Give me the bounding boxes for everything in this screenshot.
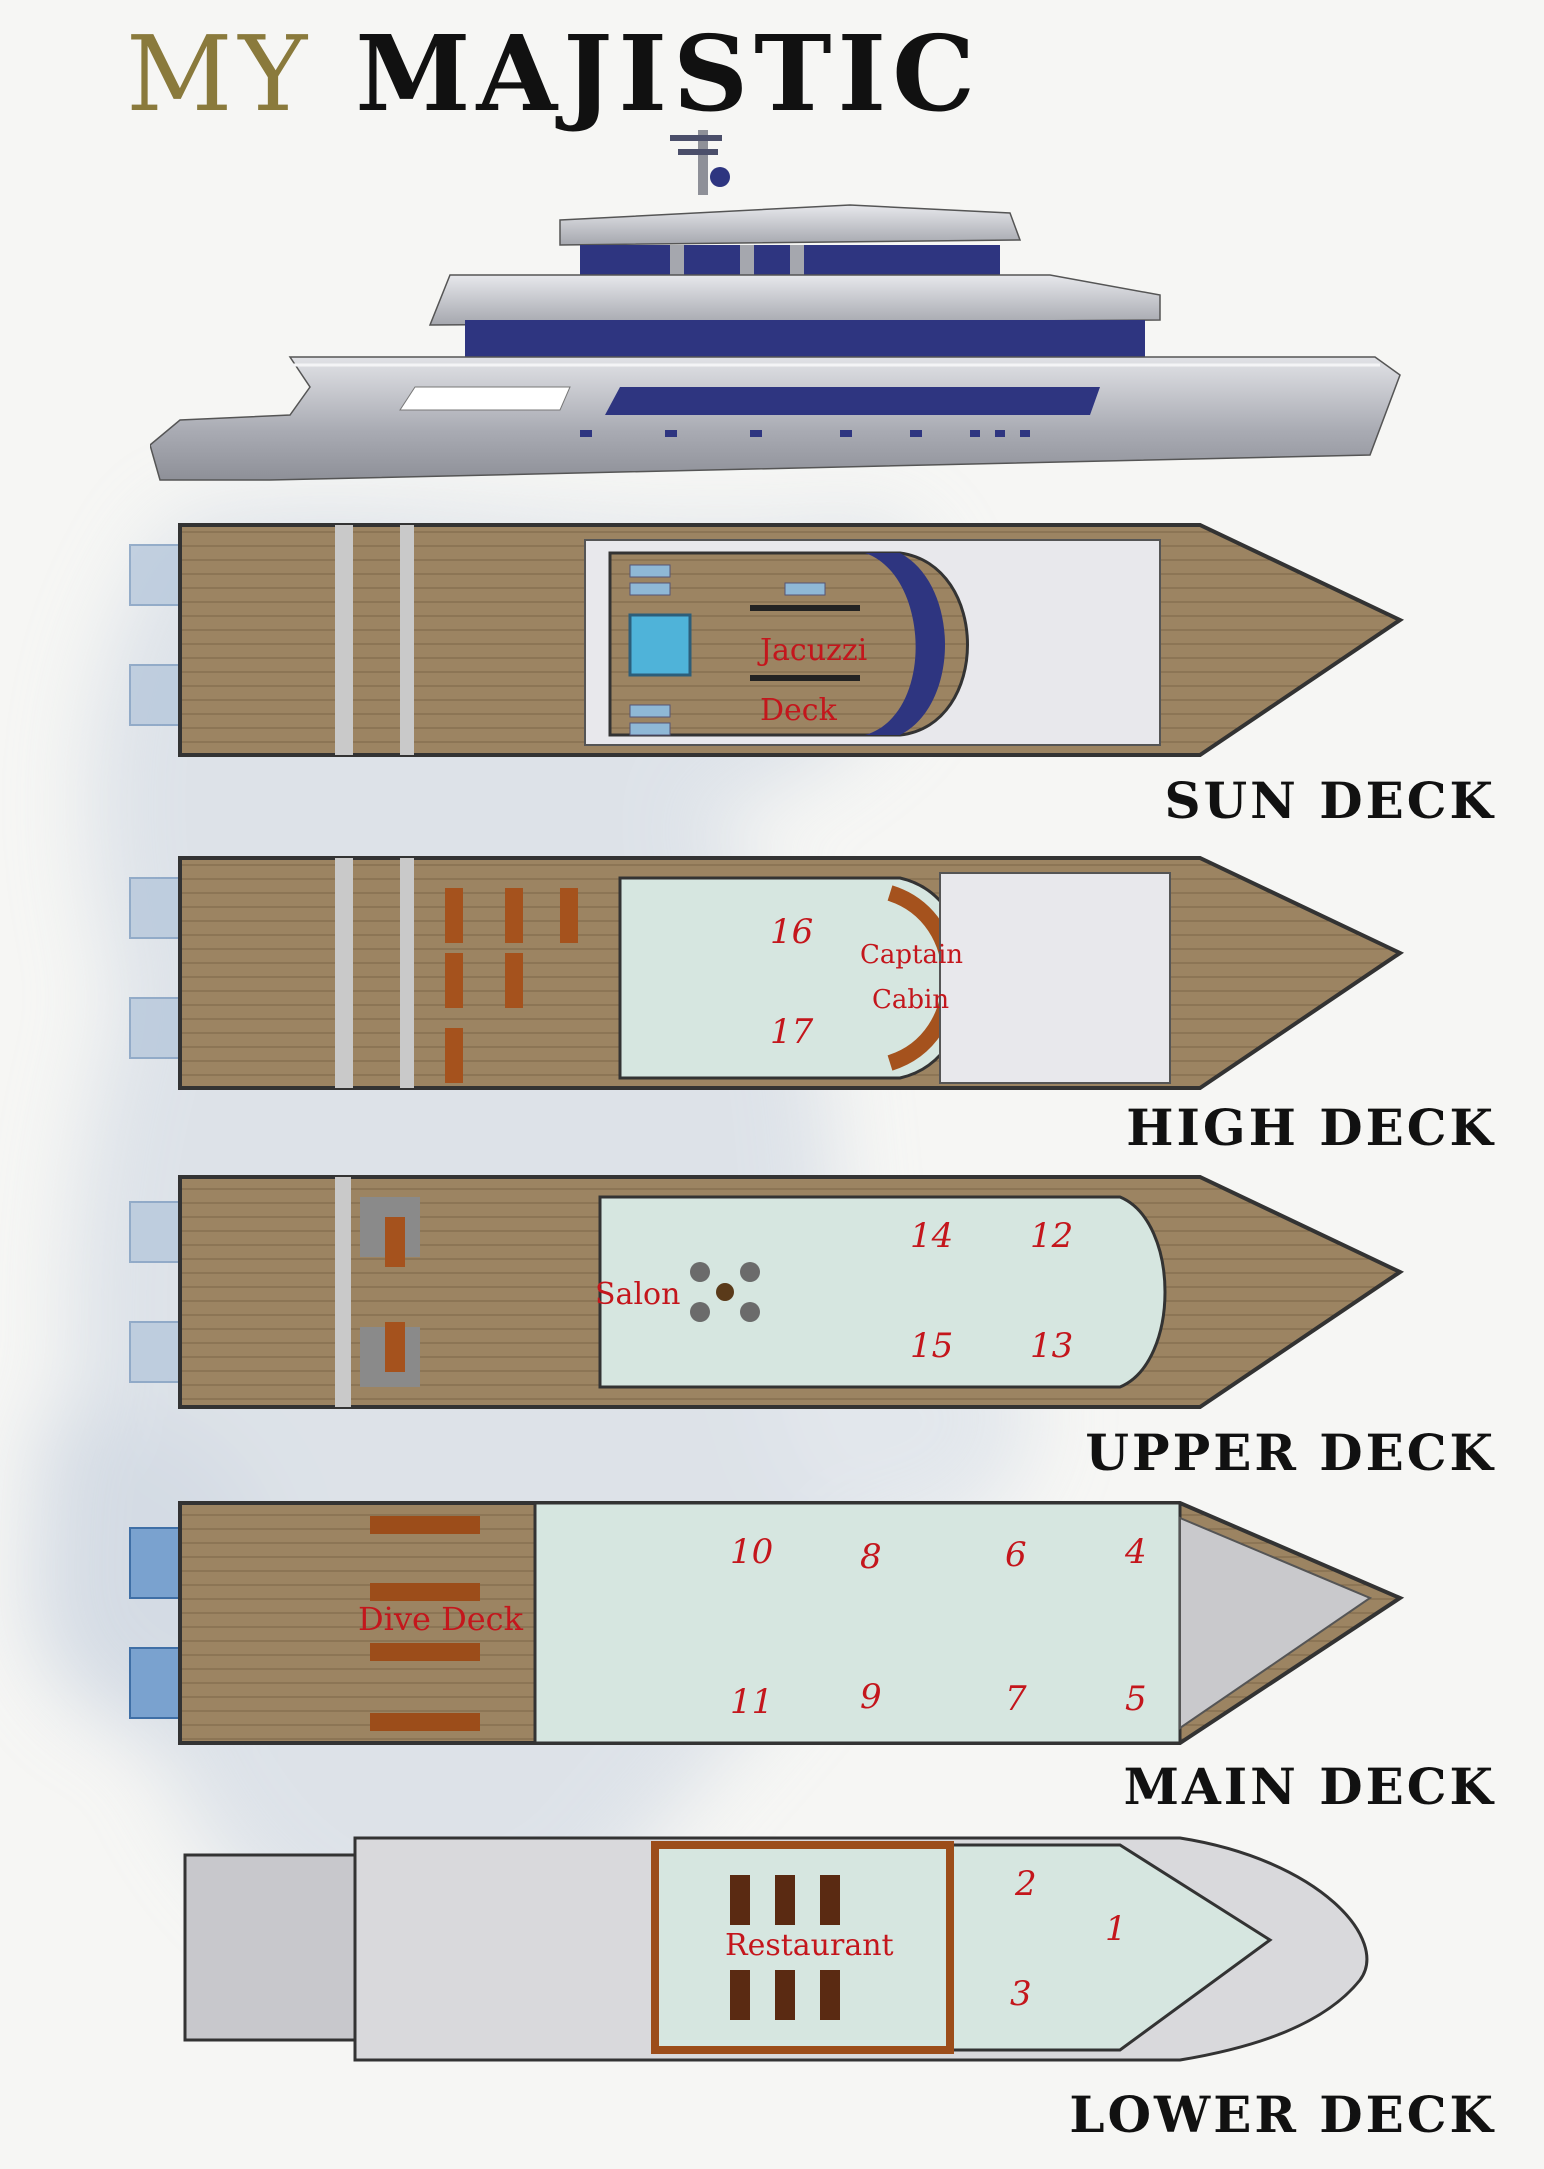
cabin-number-4: 4 <box>1124 1532 1147 1572</box>
area-label-deck: Deck <box>760 693 838 728</box>
jacuzzi <box>628 613 692 677</box>
cabin-number-16: 16 <box>770 912 813 952</box>
area-label-jacuzzi: Jacuzzi <box>757 633 867 668</box>
cabin-number-11: 11 <box>730 1682 773 1722</box>
cabin-number-2: 2 <box>1014 1864 1037 1904</box>
deck-name-upper: UPPER DECK <box>1085 1423 1496 1482</box>
cabin-number-5: 5 <box>1125 1679 1147 1719</box>
main-deck-plan: Dive Deck 10 8 6 4 11 9 7 5 <box>129 1501 1405 1745</box>
cabin-number-9: 9 <box>860 1677 882 1717</box>
area-label-salon: Salon <box>595 1277 680 1312</box>
lower-deck-plan: Restaurant 2 1 3 <box>183 1836 1369 2062</box>
deck-name-main: MAIN DECK <box>1123 1757 1496 1816</box>
cabin-number-14: 14 <box>910 1216 953 1256</box>
middle-superstructure <box>428 274 1161 326</box>
area-label-restaurant: Restaurant <box>725 1928 894 1963</box>
cabin-number-13: 13 <box>1030 1326 1073 1366</box>
sun-deck-plan: Jacuzzi Deck <box>129 523 1405 757</box>
area-label-dive-deck: Dive Deck <box>358 1600 524 1638</box>
cabin-number-10: 10 <box>730 1532 773 1572</box>
title-name: MAJISTIC <box>355 12 981 135</box>
title-prefix: MY <box>126 13 314 135</box>
main-hull <box>150 356 1401 481</box>
area-label-cabin: Cabin <box>872 985 949 1015</box>
cabin-number-17: 17 <box>770 1012 814 1052</box>
area-label-captain: Captain <box>860 940 963 970</box>
cabin-number-6: 6 <box>1005 1535 1027 1575</box>
upper-deck-plan: Salon 14 12 15 13 <box>129 1175 1405 1409</box>
mast <box>698 130 708 195</box>
cabin-number-1: 1 <box>1105 1909 1127 1949</box>
deck-name-sun: SUN DECK <box>1164 771 1496 830</box>
cabin-number-7: 7 <box>1005 1679 1027 1719</box>
top-superstructure <box>559 204 1022 246</box>
deck-name-lower: LOWER DECK <box>1069 2085 1496 2144</box>
deck-name-high: HIGH DECK <box>1126 1098 1496 1157</box>
cabin-number-3: 3 <box>1010 1974 1032 2014</box>
page-title: MY MAJISTIC <box>126 22 981 127</box>
ship-side-profile <box>150 130 1401 481</box>
cabin-number-8: 8 <box>860 1537 882 1577</box>
cabin-number-12: 12 <box>1030 1216 1073 1256</box>
cabin-number-15: 15 <box>910 1326 953 1366</box>
high-deck-plan: 16 17 Captain Cabin <box>129 856 1405 1090</box>
